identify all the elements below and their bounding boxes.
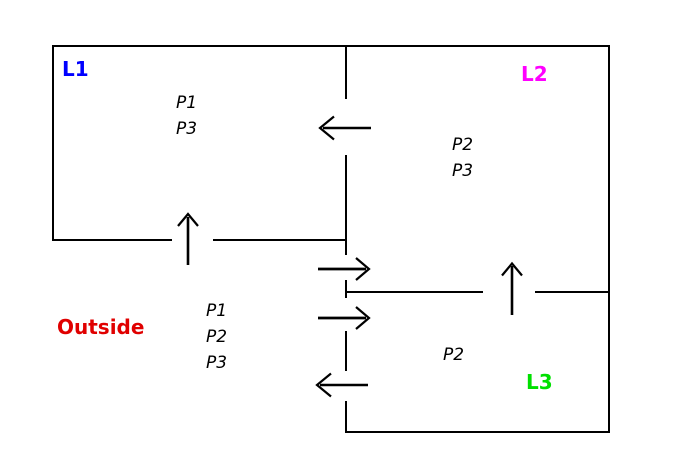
occupant-item: P3 bbox=[206, 353, 228, 373]
occupant-list-l2: P2 P3 bbox=[452, 132, 473, 184]
room-label-outside: Outside bbox=[57, 315, 145, 339]
occupant-list-outside: P1 P2 P3 bbox=[206, 298, 227, 376]
occupant-item: P2 bbox=[443, 345, 465, 365]
room-label-l1: L1 bbox=[62, 57, 89, 81]
arrow-outside-to-l2-right-icon bbox=[318, 257, 371, 281]
arrow-l2-to-l1-left-icon bbox=[318, 115, 371, 141]
occupant-list-l3: P2 bbox=[443, 342, 464, 368]
occupant-item: P1 bbox=[176, 93, 198, 113]
room-label-l3: L3 bbox=[526, 370, 553, 394]
arrow-l3-to-outside-left-icon bbox=[315, 372, 368, 398]
arrows bbox=[177, 115, 523, 398]
arrow-outside-to-l1-up-icon bbox=[177, 212, 199, 265]
occupant-item: P2 bbox=[452, 135, 474, 155]
walls bbox=[52, 45, 610, 433]
occupant-item: P3 bbox=[176, 119, 198, 139]
occupant-item: P3 bbox=[452, 161, 474, 181]
arrow-l3-to-l2-up-icon bbox=[501, 261, 523, 315]
occupant-item: P1 bbox=[206, 301, 228, 321]
occupant-item: P2 bbox=[206, 327, 228, 347]
room-label-l2: L2 bbox=[521, 62, 548, 86]
arrow-outside-to-l3-right-icon bbox=[318, 306, 371, 330]
occupant-list-l1: P1 P3 bbox=[176, 90, 197, 142]
